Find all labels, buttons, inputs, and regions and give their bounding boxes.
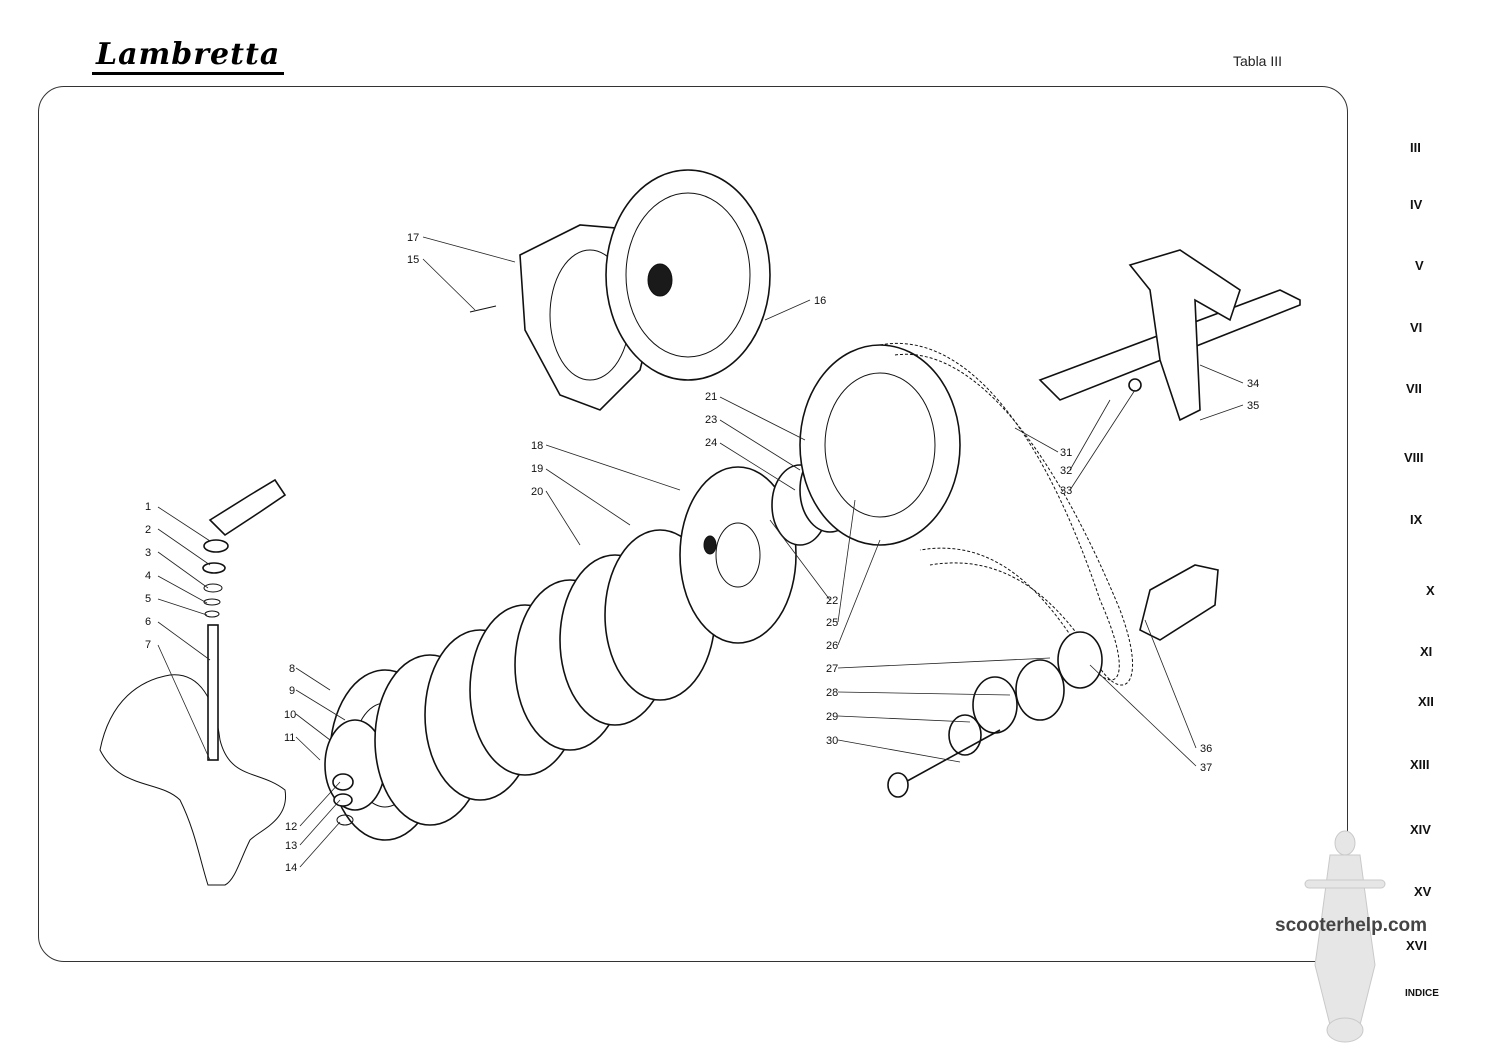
part-label-9: 9 [289, 685, 295, 697]
part-label-36: 36 [1200, 743, 1212, 755]
index-tab-xi[interactable]: XI [1420, 644, 1433, 659]
index-tab-xii[interactable]: XII [1418, 694, 1434, 709]
part-label-24: 24 [705, 437, 717, 449]
part-label-25: 25 [826, 617, 838, 629]
lambretta-logo: Lambretta [92, 40, 285, 75]
part-label-15: 15 [407, 254, 419, 266]
part-label-34: 34 [1247, 378, 1259, 390]
part-label-31: 31 [1060, 447, 1072, 459]
index-tab-ix[interactable]: IX [1410, 512, 1423, 527]
part-label-4: 4 [145, 570, 151, 582]
part-label-26: 26 [826, 640, 838, 652]
index-tab-xiv[interactable]: XIV [1410, 822, 1431, 837]
part-label-3: 3 [145, 547, 151, 559]
index-tab-xvi[interactable]: XVI [1406, 938, 1427, 953]
leader-lines [157, 236, 1244, 868]
part-label-17: 17 [407, 232, 419, 244]
part-label-29: 29 [826, 711, 838, 723]
index-tab-iii[interactable]: III [1410, 140, 1421, 155]
index-tab-xiii[interactable]: XIII [1410, 757, 1430, 772]
part-label-12: 12 [285, 821, 297, 833]
index-tab-indice[interactable]: INDICE [1405, 988, 1439, 999]
part-label-11: 11 [284, 732, 295, 744]
index-tab-v[interactable]: V [1415, 258, 1424, 273]
part-label-8: 8 [289, 663, 295, 675]
part-label-19: 19 [531, 463, 543, 475]
part-label-16: 16 [814, 295, 826, 307]
index-tab-xv[interactable]: XV [1414, 884, 1432, 899]
part-label-22: 22 [826, 595, 838, 607]
index-tab-x[interactable]: X [1426, 583, 1435, 598]
table-title: Tabla III [1233, 53, 1283, 69]
part-label-32: 32 [1060, 465, 1072, 477]
index-tab-vii[interactable]: VII [1406, 381, 1422, 396]
diagram-frame [38, 86, 1348, 962]
part-label-35: 35 [1247, 400, 1259, 412]
part-label-6: 6 [145, 616, 151, 628]
part-label-37: 37 [1200, 762, 1212, 774]
part-label-20: 20 [531, 486, 543, 498]
index-tab-vi[interactable]: VI [1410, 320, 1423, 335]
part-label-14: 14 [285, 862, 297, 874]
part-label-18: 18 [531, 440, 543, 452]
index-tab-viii[interactable]: VIII [1404, 450, 1424, 465]
part-label-21: 21 [705, 391, 717, 403]
part-label-1: 1 [145, 501, 151, 513]
part-label-7: 7 [145, 639, 151, 651]
part-label-30: 30 [826, 735, 838, 747]
watermark-text: scooterhelp.com [1275, 915, 1428, 936]
scooter-silhouette-icon [1304, 830, 1386, 1043]
part-label-2: 2 [145, 524, 151, 536]
index-tab-iv[interactable]: IV [1410, 197, 1423, 212]
index-tabs: III IV V VI VII VIII IX X XI XII XIII XI… [1380, 0, 1500, 1050]
part-label-27: 27 [826, 663, 838, 675]
part-label-23: 23 [705, 414, 717, 426]
part-label-33: 33 [1060, 485, 1072, 497]
part-label-28: 28 [826, 687, 838, 699]
part-labels: 1 2 3 4 5 6 7 8 9 10 11 12 13 14 15 16 1… [145, 232, 1259, 874]
part-label-10: 10 [284, 709, 296, 721]
part-label-5: 5 [145, 593, 151, 605]
part-label-13: 13 [285, 840, 297, 852]
parts-drawing [99, 169, 1301, 886]
